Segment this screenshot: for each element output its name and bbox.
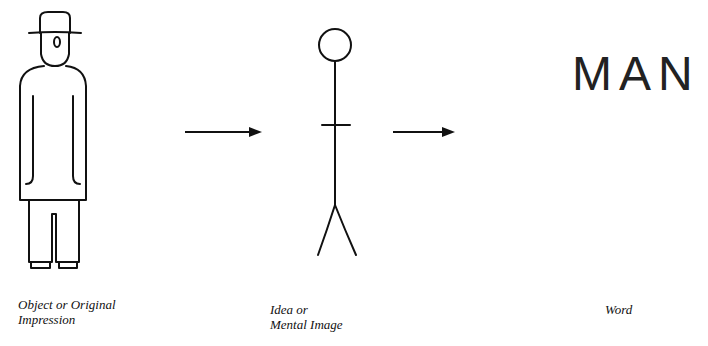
figure-caption: Object or Original Impression [18,297,168,327]
arrowhead [442,127,455,137]
arrowhead [249,127,262,137]
stick-figure [318,29,356,255]
object-column: Object or Original Impression [0,10,182,340]
word-text: MAN [572,46,700,102]
word-column: MAN Word [458,10,704,340]
arrow-line [185,131,250,133]
figure-caption: Word [605,302,685,317]
arrow-connector [393,127,455,137]
arrow-connector [185,127,262,137]
arrow-line [393,131,443,133]
figure-caption: Idea or Mental Image [270,302,346,332]
man-figure [20,12,86,268]
idea-column: Idea or Mental Image [265,10,390,340]
